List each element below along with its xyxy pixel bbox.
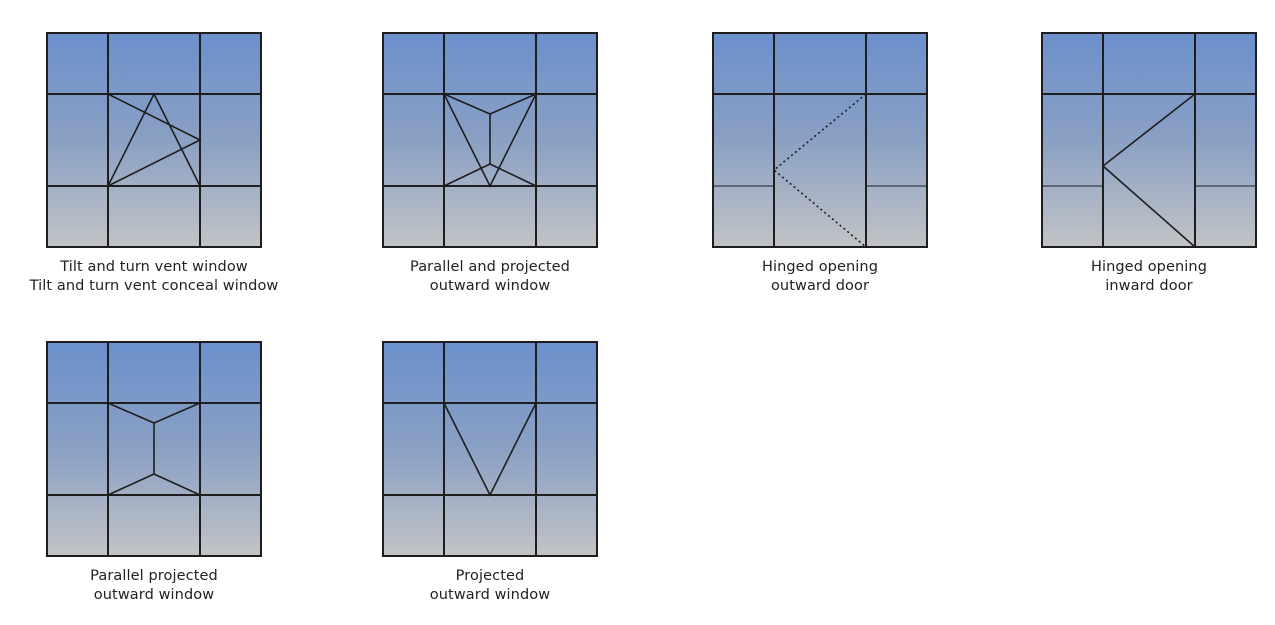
caption-line: outward door xyxy=(770,277,870,294)
opening-symbol xyxy=(107,92,202,187)
caption-line: Projected xyxy=(455,568,525,584)
window-frame xyxy=(382,32,598,248)
caption-line: Tilt and turn vent window xyxy=(60,259,248,275)
opening-symbol xyxy=(107,402,201,496)
door-frame xyxy=(1041,32,1257,248)
diagram-parallel-projected: Parallel projected outward window xyxy=(4,341,304,604)
caption-line: Parallel projected xyxy=(90,568,218,584)
diagram-caption: Hinged opening inward door xyxy=(999,258,1275,295)
diagram-projected: Projected outward window xyxy=(340,341,640,604)
tilt-and-turn-window-symbol xyxy=(46,32,262,248)
caption-line: outward window xyxy=(429,277,551,294)
diagram-caption: Parallel and projected outward window xyxy=(340,258,640,295)
caption-line: outward window xyxy=(93,586,215,603)
glass-panel xyxy=(1041,32,1257,248)
opening-symbol xyxy=(443,402,537,497)
caption-line: inward door xyxy=(1105,277,1193,294)
caption-line: Hinged opening xyxy=(761,259,879,275)
diagram-caption: Hinged opening outward door xyxy=(670,258,970,295)
diagram-tilt-and-turn: Tilt and turn vent window Tilt and turn … xyxy=(4,32,304,295)
glass-panel xyxy=(382,341,598,557)
caption-line: Parallel and projected xyxy=(410,259,570,275)
door-frame xyxy=(712,32,928,248)
caption-line: outward window xyxy=(429,586,551,603)
diagram-caption: Parallel projected outward window xyxy=(4,567,304,604)
diagram-parallel-and-projected: Parallel and projected outward window xyxy=(340,32,640,295)
projected-window-symbol xyxy=(382,341,598,557)
parallel-and-projected-window-symbol xyxy=(382,32,598,248)
diagram-hinged-outward: Hinged opening outward door xyxy=(670,32,970,295)
window-frame xyxy=(46,32,262,248)
opening-symbol xyxy=(443,93,537,188)
parallel-projected-window-symbol xyxy=(46,341,262,557)
caption-line: Tilt and turn vent conceal window xyxy=(29,277,279,294)
glass-panel xyxy=(46,32,262,248)
window-frame xyxy=(46,341,262,557)
caption-line: Hinged opening xyxy=(1090,259,1208,275)
diagram-caption: Tilt and turn vent window Tilt and turn … xyxy=(4,258,304,295)
diagram-hinged-inward: Hinged opening inward door xyxy=(999,32,1275,295)
hinged-inward-door-symbol xyxy=(1041,32,1257,248)
glass-panel xyxy=(712,32,928,248)
diagram-caption: Projected outward window xyxy=(340,567,640,604)
opening-symbol xyxy=(1101,93,1196,248)
hinged-outward-door-symbol xyxy=(712,32,928,248)
